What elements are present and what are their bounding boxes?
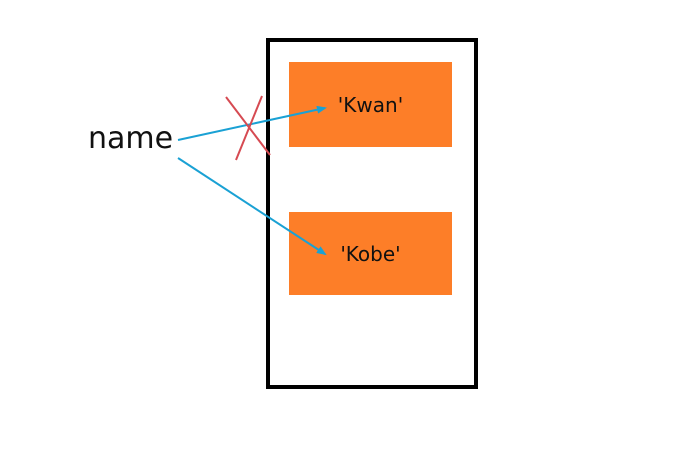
value-box-kwan: 'Kwan' xyxy=(289,62,452,147)
cross-stroke-1 xyxy=(225,96,271,156)
cross-stroke-2 xyxy=(235,95,263,161)
variable-name-label: name xyxy=(88,121,174,156)
value-box-kobe: 'Kobe' xyxy=(289,212,452,295)
